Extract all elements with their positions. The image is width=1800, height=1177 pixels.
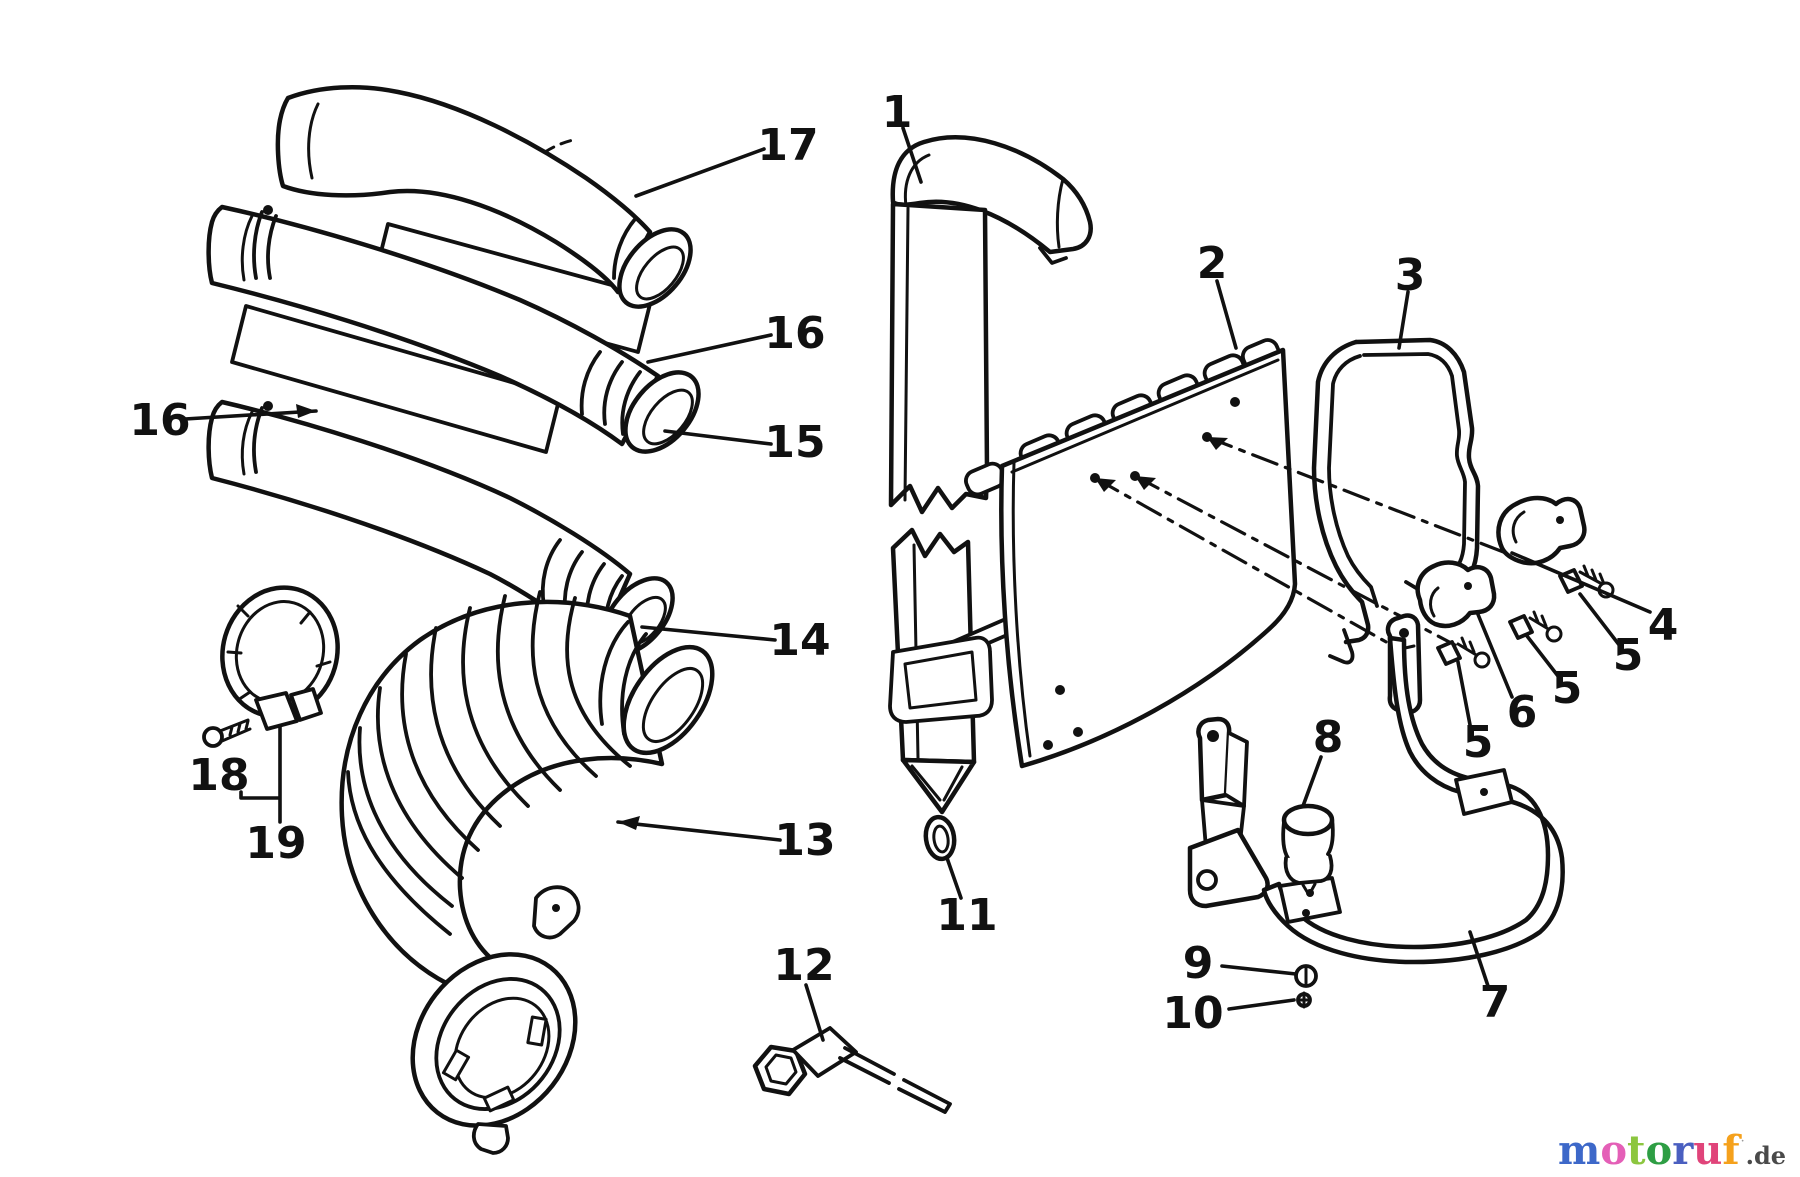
- part-7-carry-frame: [1187, 635, 1565, 965]
- part-label-13: 13: [774, 815, 835, 866]
- logo-letter: r: [1672, 1127, 1694, 1174]
- part-17-curved-tube: [275, 84, 693, 309]
- part-label-6: 6: [1507, 687, 1538, 738]
- part-label-12: 12: [773, 940, 834, 991]
- decal-label-lower: [230, 304, 562, 454]
- part-6-clamp-bracket: [1415, 560, 1497, 629]
- part-9-fastener: [1294, 964, 1318, 988]
- logo-letter: m: [1558, 1127, 1601, 1174]
- part-label-4: 4: [1648, 600, 1679, 651]
- leader-lines: [183, 126, 1652, 1042]
- part-label-10: 10: [1162, 988, 1223, 1039]
- part-label-14: 14: [769, 615, 830, 666]
- part-15-tube: [206, 204, 701, 454]
- part-13-corrugated-elbow: [339, 590, 715, 1155]
- part-label-5a: 5: [1613, 630, 1644, 681]
- part-11-strap-ring: [923, 814, 957, 862]
- part-label-15: 15: [764, 417, 825, 468]
- logo-mark: ˙: [1739, 1138, 1746, 1153]
- bolt-5-lower: [1436, 636, 1491, 669]
- part-label-9: 9: [1183, 938, 1214, 989]
- part-8-bushing: [1281, 803, 1335, 897]
- part-12-socket-wrench: [752, 1026, 952, 1114]
- part-label-2: 2: [1197, 238, 1228, 289]
- part-1-shoulder-strap: [888, 135, 1093, 815]
- part-3-frame-loop: [1311, 337, 1481, 665]
- part-4-clamp-bracket: [1496, 495, 1587, 566]
- logo-letter: o: [1645, 1127, 1673, 1174]
- part-label-7: 7: [1480, 977, 1511, 1028]
- bolt-5-middle: [1508, 610, 1563, 643]
- part-number-labels: 1 2 3 4 5 5 6 5 7 8 9 10 11 12 13 14 15 …: [129, 87, 1678, 1039]
- logo-letter: t: [1627, 1127, 1646, 1174]
- part-label-5b: 5: [1552, 663, 1583, 714]
- logo-letter: o: [1600, 1127, 1628, 1174]
- part-2-backrest-plate: [964, 338, 1298, 769]
- part-label-17: 17: [757, 120, 818, 171]
- logo-suffix: .de: [1745, 1141, 1786, 1170]
- part-label-18: 18: [188, 750, 249, 801]
- part-label-1: 1: [882, 87, 913, 138]
- part-label-16a: 16: [764, 308, 825, 359]
- part-18-clamp-screw: [202, 718, 252, 748]
- part-10-fastener: [1296, 991, 1312, 1009]
- part-label-11: 11: [936, 890, 997, 941]
- part-label-8: 8: [1313, 712, 1344, 763]
- logo-letter: u: [1693, 1127, 1723, 1174]
- part-label-5c: 5: [1463, 717, 1494, 768]
- logo-letter: f: [1722, 1127, 1740, 1174]
- part-label-3: 3: [1395, 250, 1426, 301]
- motoruf-watermark-link[interactable]: motoruf˙.de: [1558, 1131, 1786, 1171]
- part-label-19: 19: [245, 818, 306, 869]
- part-19-clamp-ring: [220, 585, 340, 731]
- part-label-16b: 16: [129, 395, 190, 446]
- bolt-5-upper: [1558, 564, 1615, 599]
